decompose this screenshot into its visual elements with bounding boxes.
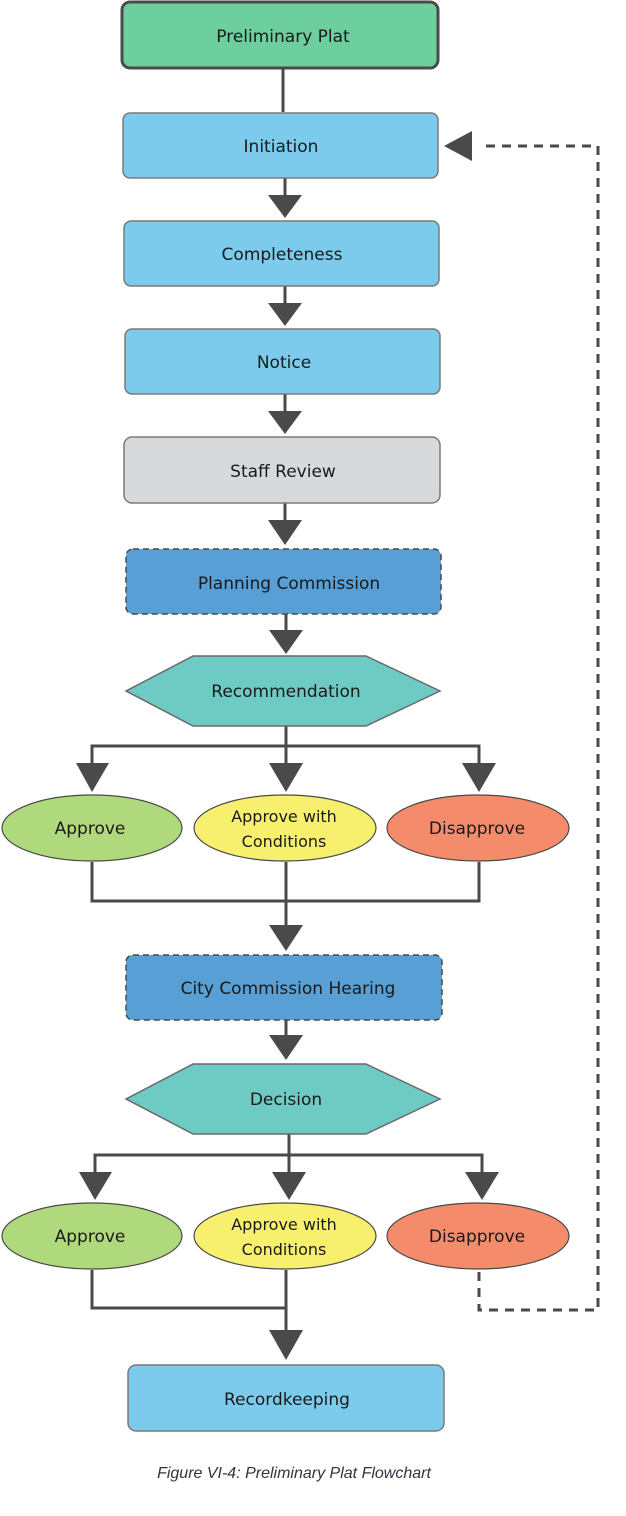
node-label: Approve with: [231, 807, 337, 826]
node-recordkeeping: Recordkeeping: [127, 1364, 445, 1432]
node-city-commission-hearing: City Commission Hearing: [125, 954, 443, 1021]
node-label: Approve with: [231, 1215, 337, 1234]
arrow-down-icon: [268, 520, 302, 545]
arrow-down-icon: [269, 1330, 303, 1360]
node-label: Recommendation: [211, 682, 360, 702]
node-decision: Decision: [124, 1063, 442, 1135]
arrowheads: [76, 131, 499, 1360]
node-preliminary-plat: Preliminary Plat: [120, 0, 440, 70]
outcome-rec-disapprove: Disapprove: [386, 794, 570, 862]
arrow-down-icon: [269, 925, 303, 951]
arrow-down-icon: [268, 303, 302, 326]
node-label: Preliminary Plat: [216, 27, 350, 47]
connectors: [90, 68, 600, 1330]
node-label: Recordkeeping: [224, 1390, 350, 1410]
node-recommendation: Recommendation: [124, 655, 442, 727]
arrow-down-icon: [269, 1035, 303, 1060]
connector-dec-merge: [90, 1270, 286, 1310]
connector-rec-split: [90, 744, 481, 763]
outcome-dec-approve: Approve: [1, 1202, 183, 1270]
node-label: Staff Review: [230, 462, 336, 482]
arrow-down-icon: [272, 1172, 306, 1200]
node-label: Approve: [55, 819, 126, 839]
arrow-down-icon: [269, 763, 303, 792]
node-initiation: Initiation: [122, 112, 439, 179]
node-label: Conditions: [242, 832, 327, 851]
outcome-rec-approve-conditions: Approve with Conditions: [193, 794, 377, 862]
outcome-dec-disapprove: Disapprove: [386, 1202, 570, 1270]
connector-dec-split: [93, 1153, 484, 1172]
node-completeness: Completeness: [123, 220, 440, 287]
node-label: Planning Commission: [198, 574, 380, 594]
arrow-down-icon: [465, 1172, 499, 1200]
node-label: Disapprove: [429, 1227, 525, 1247]
arrow-down-icon: [268, 411, 302, 434]
figure-caption: Figure VI-4: Preliminary Plat Flowchart: [157, 1465, 431, 1482]
arrow-down-icon: [79, 1172, 112, 1200]
node-label: Approve: [55, 1227, 126, 1247]
outcome-rec-approve: Approve: [1, 794, 183, 862]
node-planning-commission: Planning Commission: [125, 548, 442, 615]
arrow-down-icon: [76, 763, 109, 792]
arrow-left-icon: [444, 131, 472, 161]
node-label: Decision: [250, 1090, 322, 1110]
arrow-down-icon: [462, 763, 496, 792]
node-label: Completeness: [222, 245, 343, 265]
arrow-down-icon: [269, 630, 303, 654]
node-label: Conditions: [242, 1240, 327, 1259]
node-label: Notice: [257, 353, 311, 373]
node-staff-review: Staff Review: [123, 436, 441, 504]
feedback-loop-line: [477, 144, 600, 1312]
node-label: City Commission Hearing: [181, 979, 396, 999]
arrow-down-icon: [268, 195, 302, 218]
node-notice: Notice: [124, 328, 441, 395]
outcome-dec-approve-conditions: Approve with Conditions: [193, 1202, 377, 1270]
node-label: Disapprove: [429, 819, 525, 839]
node-label: Initiation: [244, 137, 319, 157]
